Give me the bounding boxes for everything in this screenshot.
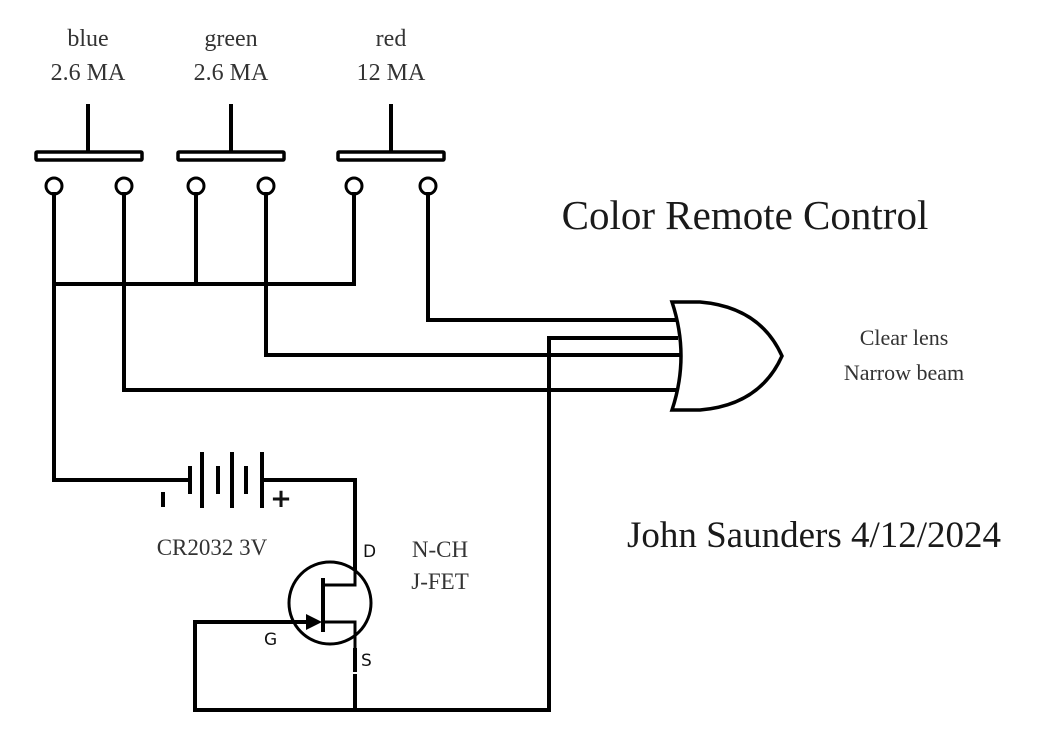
wire-gate-loop bbox=[193, 620, 357, 712]
jfet-gate-label: G bbox=[264, 630, 277, 650]
jfet-icon bbox=[287, 560, 373, 650]
jfet-type-line2: J-FET bbox=[411, 569, 469, 594]
jfet-type-line1: N-CH bbox=[412, 537, 468, 562]
switch-red-current-label: 12 MA bbox=[357, 60, 426, 86]
switch-green-color-label: green bbox=[204, 26, 257, 52]
switch-red-terminal-left bbox=[344, 176, 364, 196]
author-date: John Saunders 4/12/2024 bbox=[627, 515, 1001, 556]
wire-red-to-gate bbox=[426, 192, 678, 322]
switch-blue-current-label: 2.6 MA bbox=[51, 60, 126, 86]
switch-blue bbox=[34, 104, 144, 196]
or-gate-led-icon bbox=[669, 300, 784, 412]
output-label-line2: Narrow beam bbox=[844, 360, 964, 385]
switch-green bbox=[176, 104, 286, 196]
switch-green-terminal-right bbox=[256, 176, 276, 196]
wire-common-to-battery bbox=[52, 192, 182, 482]
switch-red-color-label: red bbox=[376, 26, 407, 52]
battery-positive-symbol: + bbox=[270, 484, 292, 514]
wire-battery-to-drain bbox=[261, 478, 357, 570]
switch-blue-terminal-left bbox=[44, 176, 64, 196]
jfet-source-label: S bbox=[361, 651, 372, 671]
battery-label: CR2032 3V bbox=[157, 535, 268, 560]
switch-blue-bar bbox=[34, 150, 144, 162]
switch-blue-color-label: blue bbox=[67, 26, 108, 52]
wire-blue-to-gate bbox=[122, 192, 678, 392]
switch-green-bar bbox=[176, 150, 286, 162]
switch-green-terminal-left bbox=[186, 176, 206, 196]
switch-green-current-label: 2.6 MA bbox=[194, 60, 269, 86]
battery-icon bbox=[178, 452, 264, 508]
switch-red bbox=[336, 104, 446, 196]
switch-red-bar bbox=[336, 150, 446, 162]
wiring bbox=[52, 192, 682, 712]
jfet-drain-label: D bbox=[363, 542, 376, 562]
wire-green-to-gate bbox=[264, 192, 682, 357]
diagram-title: Color Remote Control bbox=[562, 192, 929, 238]
switch-blue-terminal-right bbox=[114, 176, 134, 196]
switch-red-terminal-right bbox=[418, 176, 438, 196]
output-label-line1: Clear lens bbox=[860, 325, 949, 350]
wire-source-to-gate bbox=[353, 336, 678, 712]
